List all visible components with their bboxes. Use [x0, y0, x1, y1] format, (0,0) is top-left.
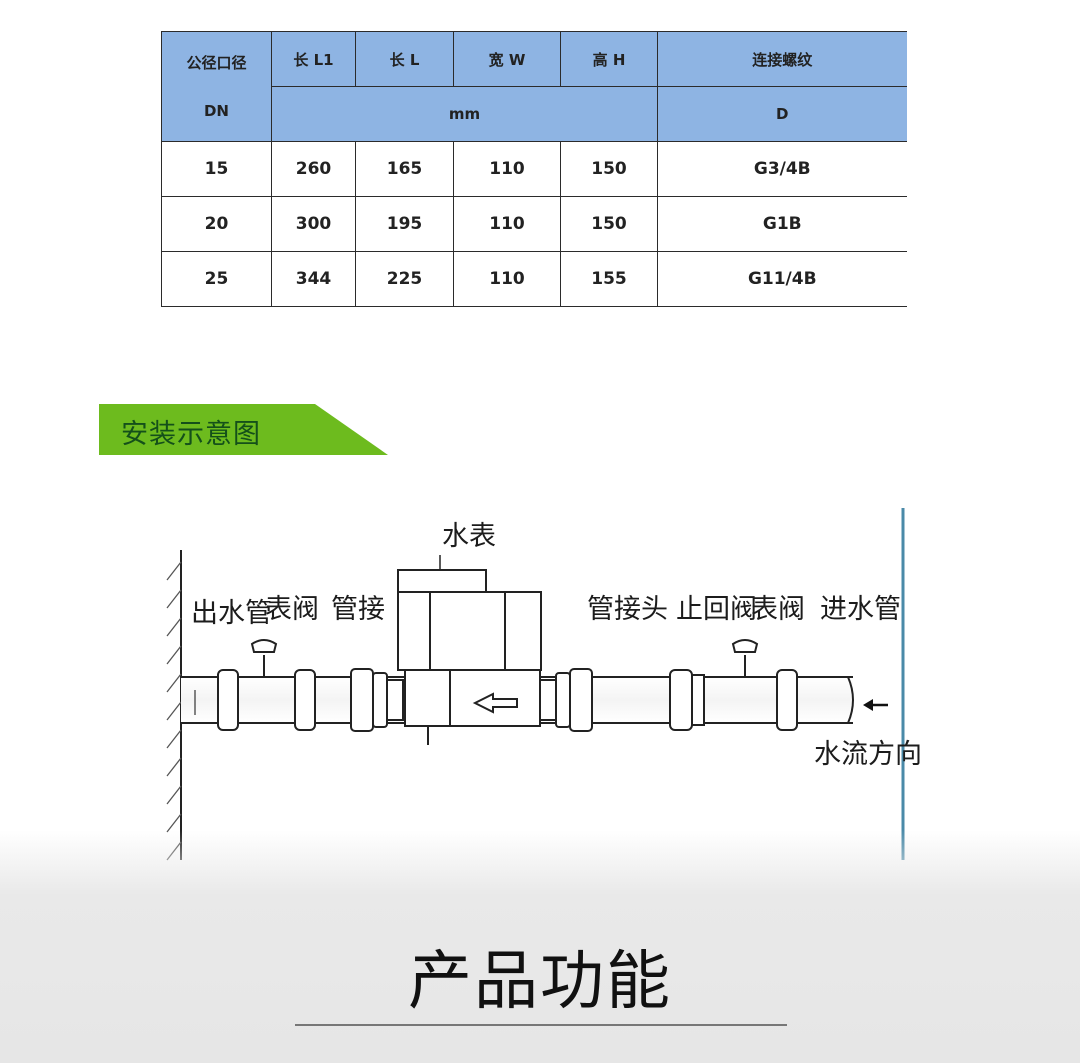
- spec-table: 公径口径 DN 长 L1 长 L 宽 W 高 H 连接螺纹 mm D 15 26…: [161, 31, 907, 307]
- inlet-fittings: [539, 668, 798, 732]
- cell-l1: 260: [271, 141, 356, 197]
- label-check-valve: 止回阀: [676, 594, 757, 625]
- install-section-banner: 安装示意图: [99, 404, 389, 456]
- cell-thread: G3/4B: [657, 141, 907, 197]
- header-l1: 长 L1: [271, 31, 356, 87]
- label-flow-direction: 水流方向: [814, 739, 922, 770]
- installation-diagram: 水表 出水管 表阀 管接 管接头 止回阀 表阀 进水管 水流方向: [166, 508, 922, 861]
- water-meter: [397, 569, 542, 745]
- label-meter-valve-left: 表阀: [265, 594, 319, 625]
- flow-arrow-icon: [863, 699, 888, 711]
- cell-dn: 20: [161, 196, 272, 252]
- cell-h: 150: [560, 196, 658, 252]
- unit-mm: mm: [271, 86, 658, 142]
- wall: [166, 550, 182, 861]
- table-row: 15 260 165 110 150 G3/4B: [161, 141, 907, 197]
- unit-d: D: [657, 86, 907, 142]
- header-thread: 连接螺纹: [657, 31, 907, 87]
- header-l: 长 L: [355, 31, 454, 87]
- cell-dn: 25: [161, 251, 272, 307]
- cell-l1: 344: [271, 251, 356, 307]
- label-meter-valve-right: 表阀: [751, 594, 805, 625]
- table-header-row: 公径口径 DN 长 L1 长 L 宽 W 高 H 连接螺纹: [161, 31, 907, 142]
- title-divider: [295, 1024, 787, 1026]
- banner-shape: [99, 404, 388, 455]
- outlet-fittings: [217, 668, 404, 732]
- label-inlet-pipe: 进水管: [820, 594, 901, 625]
- header-dn: 公径口径 DN: [161, 31, 272, 142]
- cell-l1: 300: [271, 196, 356, 252]
- install-section-title: 安装示意图: [121, 419, 261, 450]
- cell-w: 110: [453, 251, 561, 307]
- product-section-title: 产品功能: [408, 945, 672, 1019]
- right-valve-handle: [731, 639, 759, 677]
- cell-h: 150: [560, 141, 658, 197]
- label-meter: 水表: [442, 521, 496, 552]
- header-dn-label: 公径口径: [186, 53, 247, 72]
- label-pipe-joint: 管接: [331, 594, 385, 625]
- cell-dn: 15: [161, 141, 272, 197]
- table-row: 25 344 225 110 155 G11/4B: [161, 251, 907, 307]
- table-row: 20 300 195 110 150 G1B: [161, 196, 907, 252]
- header-dn-code: DN: [203, 101, 229, 120]
- header-w: 宽 W: [453, 31, 561, 87]
- label-pipe-joint-head: 管接头: [587, 594, 668, 625]
- cell-thread: G11/4B: [657, 251, 907, 307]
- cell-l: 165: [355, 141, 454, 197]
- cell-l: 225: [355, 251, 454, 307]
- cell-w: 110: [453, 196, 561, 252]
- table-unit-row: mm D: [162, 86, 907, 142]
- cell-w: 110: [453, 141, 561, 197]
- header-h: 高 H: [560, 31, 658, 87]
- cell-h: 155: [560, 251, 658, 307]
- left-valve-handle: [250, 639, 278, 677]
- cell-thread: G1B: [657, 196, 907, 252]
- cell-l: 195: [355, 196, 454, 252]
- label-outlet-pipe: 出水管: [191, 598, 272, 629]
